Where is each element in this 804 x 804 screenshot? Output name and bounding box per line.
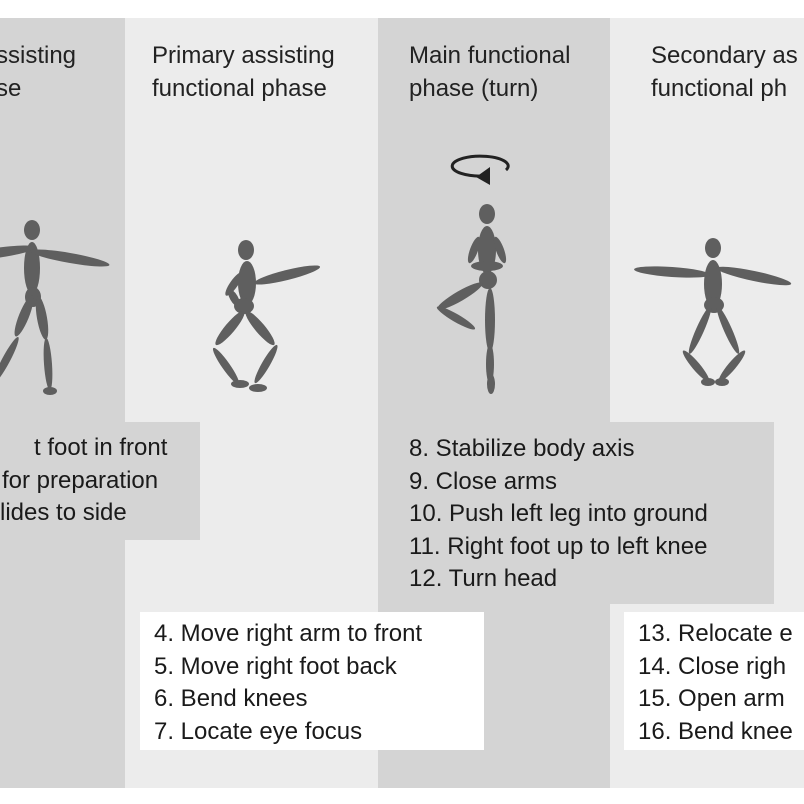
figure-main-functional [436,204,507,394]
phase-title-line: phase (turn) [409,75,539,102]
column-preparatory [0,18,125,788]
step-item: 13. Relocate e [638,620,793,647]
step-item: t foot in front [34,434,168,461]
step-item: for preparation [2,466,159,494]
phase-title-line: Secondary as [651,42,798,69]
steps-box-primary-assisting: 4. Move right arm to front 5. Move right… [140,612,484,750]
phase-title-line: functional ph [651,75,788,102]
phase-title-preparatory: ssisting se [0,39,76,105]
step-item: 8. Stabilize body axis [409,435,635,462]
figure-preparatory [0,220,110,395]
steps-box-preparatory: t foot in front for preparation lides to… [0,422,200,540]
rotation-arrow-icon [450,154,510,185]
steps-box-main-functional: 8. Stabilize body axis 9. Close arms 10.… [378,422,774,604]
step-item: 6. Bend knees [154,685,308,712]
phase-title-primary-assisting: Primary assisting functional phase [152,39,335,105]
phase-title-line: functional phase [152,75,327,102]
phase-title-secondary-assisting: Secondary as functional ph [651,39,798,105]
figure-primary-assisting [212,240,321,392]
phase-title-line: Primary assisting [152,42,335,69]
step-item: 15. Open arm [638,685,785,712]
figure-secondary-assisting [634,238,792,386]
phase-title-main-functional: Main functional phase (turn) [409,39,570,105]
step-item: 16. Bend knee [638,717,793,745]
step-item: 5. Move right foot back [154,652,397,680]
step-item: 4. Move right arm to front [154,620,423,647]
step-item: 7. Locate eye focus [154,717,363,745]
step-item: 12. Turn head [409,565,558,592]
steps-box-secondary-assisting: 13. Relocate e 14. Close righ 15. Open a… [624,612,804,750]
step-item: 14. Close righ [638,652,787,680]
step-item: 11. Right foot up to left knee [409,532,708,560]
step-item: 9. Close arms [409,467,558,495]
phase-title-line: ssisting [0,42,77,69]
step-item: lides to side [0,499,127,526]
step-item: 10. Push left leg into ground [409,500,708,527]
phase-title-line: se [0,75,22,102]
phase-title-line: Main functional [409,42,571,69]
